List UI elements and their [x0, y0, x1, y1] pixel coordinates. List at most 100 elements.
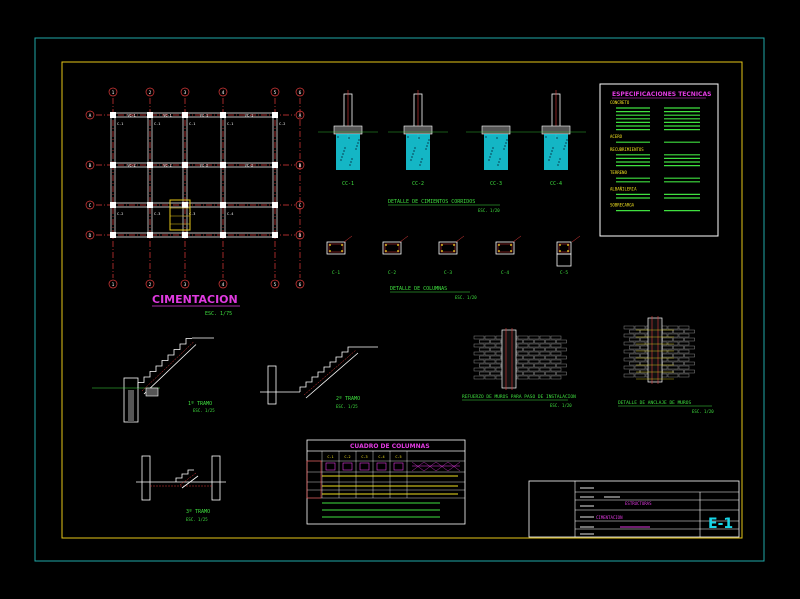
wall-brick [517, 335, 529, 340]
plan-stair-opening [169, 199, 191, 231]
axis-bubble [85, 230, 95, 240]
axis-bubble [218, 279, 228, 289]
column-rebar [397, 250, 399, 252]
title-block-plan-name: CIMENTACION [596, 515, 623, 520]
footing-label: CC-1 [342, 181, 354, 187]
wall-brick [545, 355, 556, 360]
concrete-aggregate [425, 148, 427, 150]
axis-bubble-label: 6 [299, 282, 302, 288]
concrete-aggregate [556, 137, 558, 139]
stair-details [92, 337, 378, 501]
concrete-aggregate [356, 145, 358, 147]
concrete-aggregate [506, 139, 508, 141]
wall-brick [490, 347, 501, 352]
concrete-aggregate [490, 153, 492, 155]
wall-brick [479, 355, 490, 360]
concrete-aggregate [418, 137, 420, 139]
column-label: C-1 [154, 122, 160, 126]
plan-column [182, 202, 188, 208]
beam-label: VC-2 [245, 164, 253, 168]
column-label: C-3 [444, 270, 452, 276]
column-rebar [567, 250, 569, 252]
wall-brick [479, 363, 490, 368]
wall-brick [550, 351, 562, 356]
stair3-title: 3º TRAMO [186, 509, 210, 515]
title-block-specialty: ESTRUCTURAS [625, 501, 652, 506]
concrete-aggregate [428, 139, 430, 141]
concrete-aggregate [351, 158, 353, 160]
concrete-aggregate [350, 161, 352, 163]
concrete-aggregate [503, 148, 505, 150]
wall-brick [517, 343, 529, 348]
concrete-aggregate [549, 156, 551, 158]
column-rebar [329, 244, 331, 246]
wall-anchorage-title: DETALLE DE ANCLAJE DE MUROS [618, 400, 691, 406]
table-section-sketch [325, 462, 336, 471]
column-section [495, 241, 515, 255]
anchorage-column [647, 317, 663, 383]
wall-brick [528, 335, 540, 340]
concrete-aggregate [414, 147, 416, 149]
column-rebar [441, 250, 443, 252]
wall-brick [550, 359, 562, 364]
axis-bubble [85, 200, 95, 210]
anchorage-brick [629, 345, 640, 350]
axis-bubble-label: 2 [149, 282, 152, 288]
axis-bubble [145, 87, 155, 97]
column-rebar [559, 250, 561, 252]
stair3-flight [175, 469, 194, 482]
column-callout [455, 235, 465, 243]
spec-section-title: TERRENO [610, 170, 627, 175]
axis-bubble-label: D [299, 233, 302, 239]
anchorage-brick [684, 329, 695, 334]
anchorage-brick [623, 365, 635, 370]
wall-brick [490, 363, 501, 368]
column-label: C-3 [154, 212, 160, 216]
wall-brick [539, 367, 551, 372]
axis-bubble-label: A [299, 113, 302, 119]
concrete-aggregate [407, 136, 409, 138]
axis-bubble-label: D [89, 233, 92, 239]
column-rebar [329, 250, 331, 252]
axis-bubble-label: 1 [112, 90, 115, 96]
anchorage-brick [662, 353, 673, 358]
column-callout [399, 235, 409, 243]
stair3-flight-rebar [179, 472, 197, 486]
anchorage-brick [634, 365, 646, 370]
wall-brick [473, 343, 485, 348]
concrete-aggregate [421, 158, 423, 160]
wall-brick [484, 367, 496, 372]
table-header-cell: C-4 [378, 455, 384, 459]
stair3-right-wall [211, 455, 221, 501]
spec-section-title: RECUBRIMIENTOS [610, 147, 644, 152]
anchorage-brick [634, 325, 646, 330]
wall-reinforcement-title: REFUERZO DE MUROS PARA PASO DE INSTALACI… [462, 394, 576, 400]
footing-label: CC-3 [490, 181, 502, 187]
wall-brick [523, 371, 534, 376]
concrete-aggregate [497, 164, 499, 166]
anchorage-brick [623, 341, 635, 346]
title-block: ESTRUCTURAS CIMENTACION E-1 [528, 480, 740, 538]
anchorage-brick [634, 357, 646, 362]
stair1-flight-rebar [141, 341, 195, 392]
column-label: C-4 [227, 212, 233, 216]
plan-column [272, 162, 278, 168]
column-label: C-2 [388, 270, 396, 276]
concrete-aggregate [564, 145, 566, 147]
concrete-aggregate [355, 148, 357, 150]
anchorage-brick [684, 345, 695, 350]
plan-column [272, 112, 278, 118]
table-row-header [306, 460, 322, 499]
concrete-aggregate [505, 142, 507, 144]
column-label: C-1 [189, 122, 195, 126]
specifications-box: ESPECIFICACIONES TECNICAS CONCRETOACEROR… [599, 83, 719, 237]
table-header-cell: C-1 [327, 455, 333, 459]
axis-bubble [270, 279, 280, 289]
stair2-scale: ESC. 1/25 [336, 404, 358, 409]
anchorage-brick [634, 341, 646, 346]
wall-chase [501, 329, 517, 389]
